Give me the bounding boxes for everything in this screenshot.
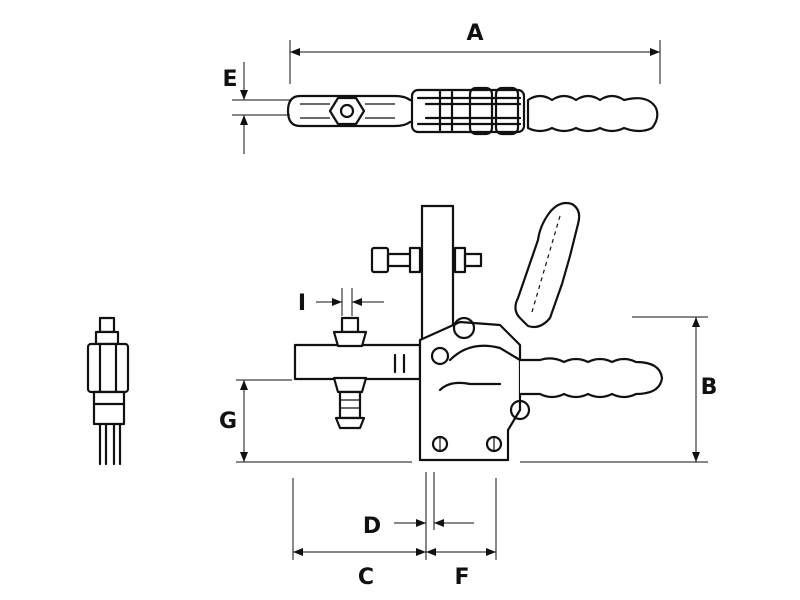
label-f: F xyxy=(454,565,469,590)
label-c: C xyxy=(358,565,374,590)
label-a: A xyxy=(466,21,483,46)
label-g: G xyxy=(219,409,237,434)
top-view xyxy=(232,40,661,154)
label-b: B xyxy=(701,375,718,400)
label-e: E xyxy=(222,67,237,92)
label-d: D xyxy=(363,514,381,539)
front-view xyxy=(86,316,130,466)
label-i: I xyxy=(298,291,306,316)
side-view xyxy=(236,201,708,560)
